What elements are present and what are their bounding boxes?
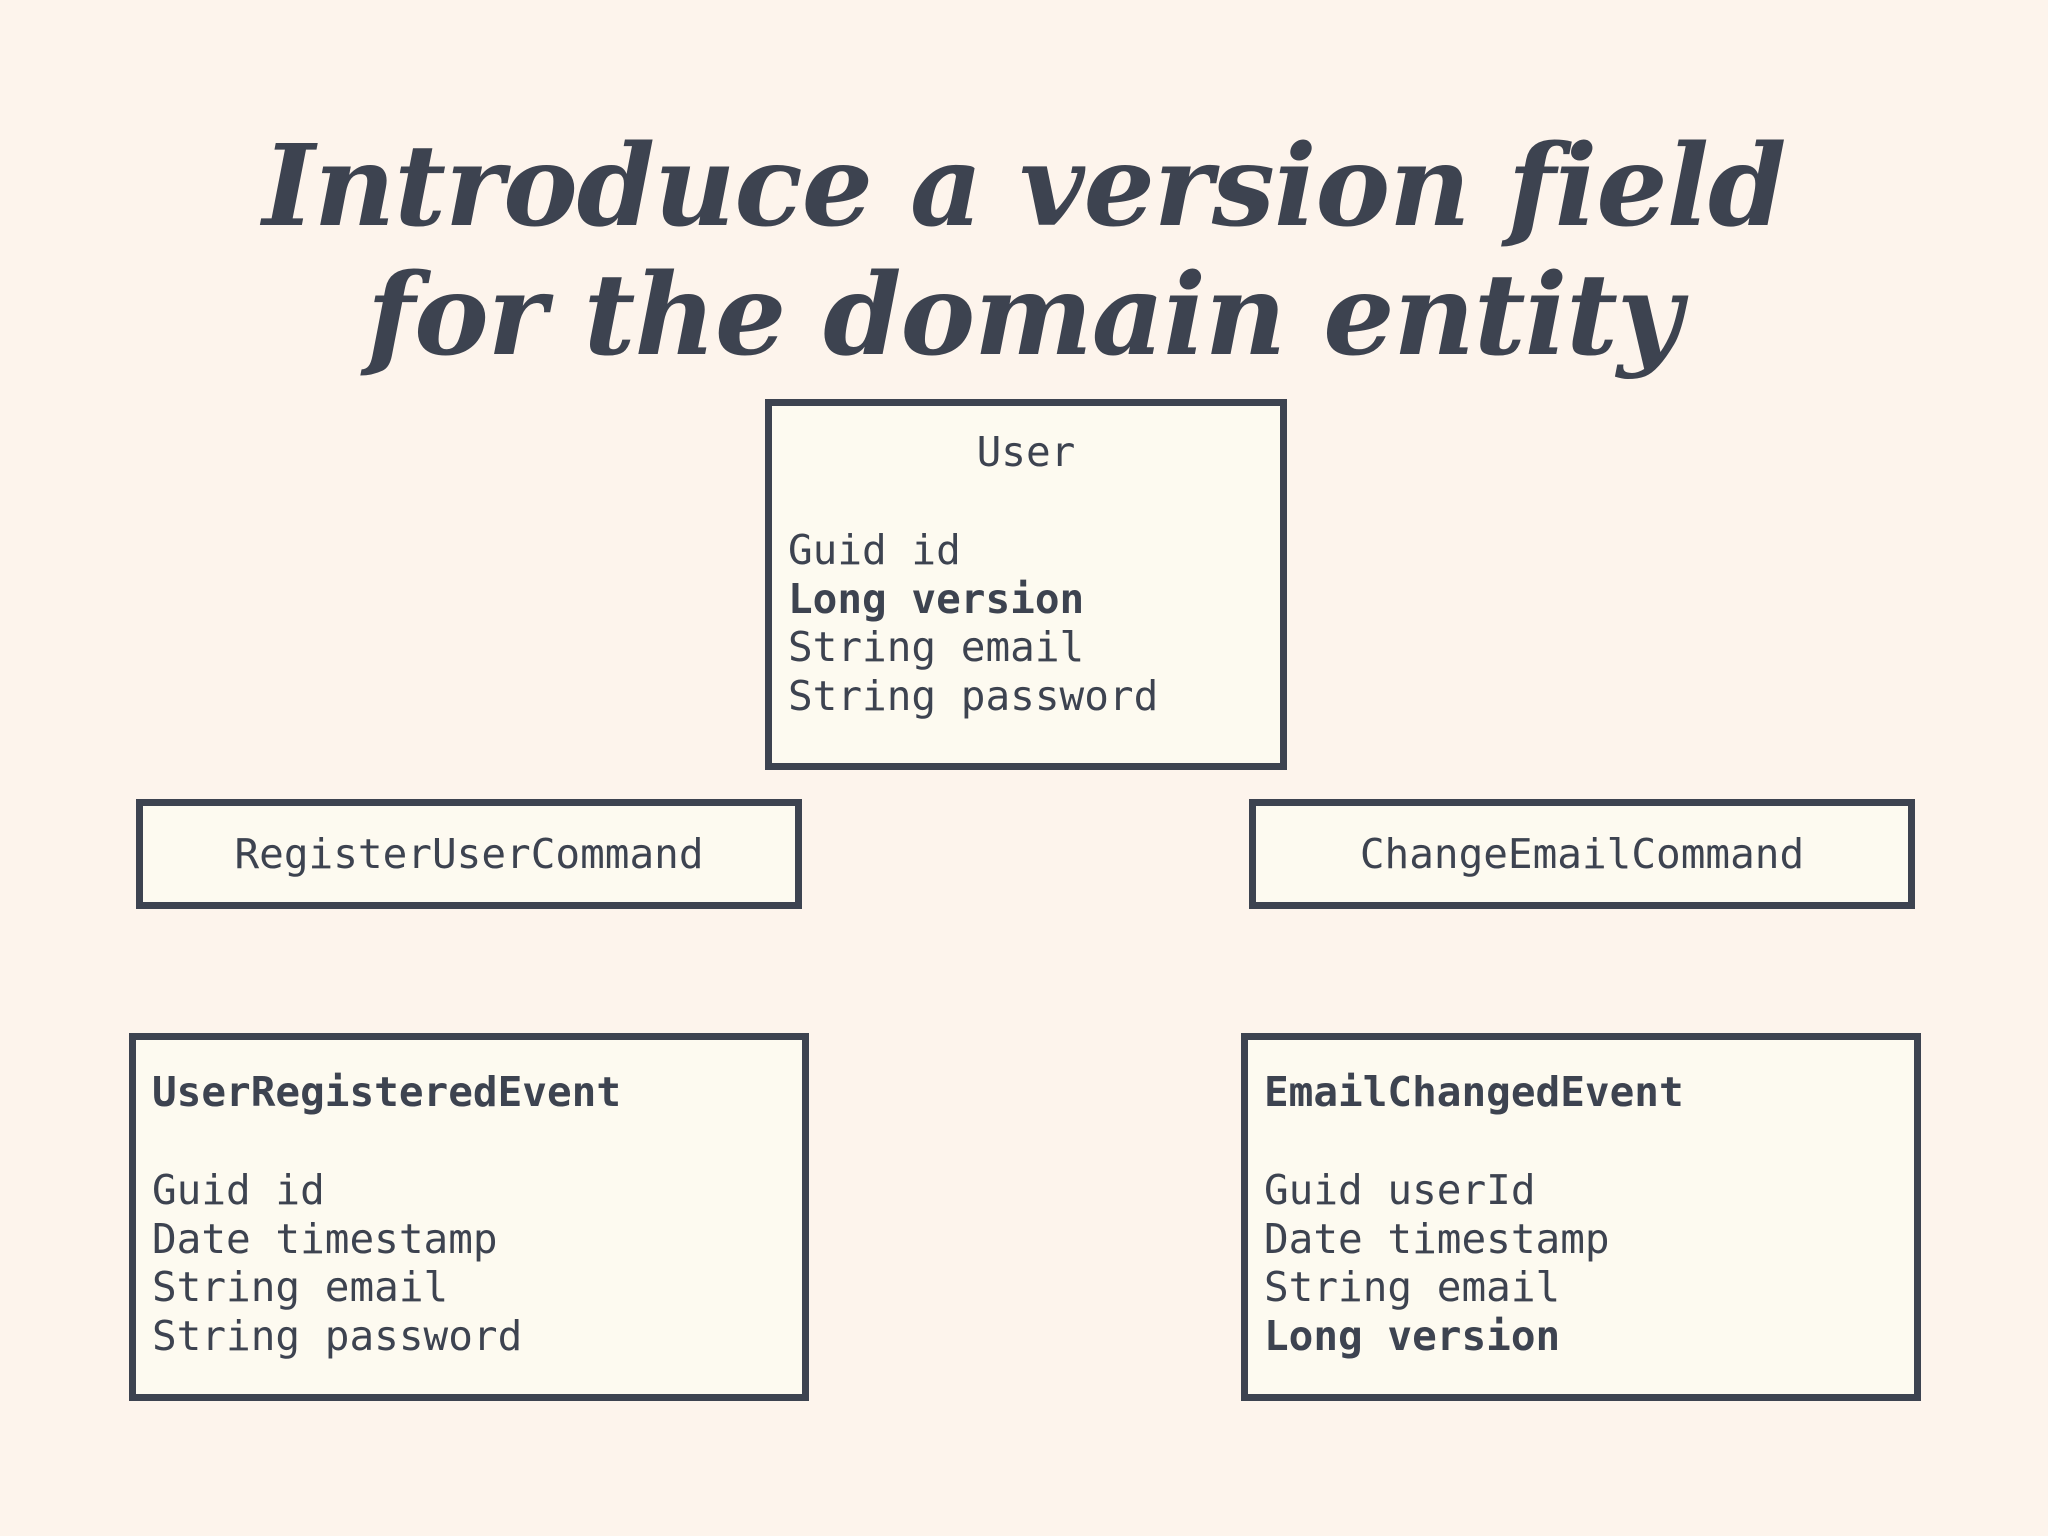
entity-box-user-title: User bbox=[976, 428, 1076, 476]
event-box-email-changed: EmailChangedEvent Guid userId Date times… bbox=[1241, 1033, 1921, 1401]
field-row: Guid id bbox=[152, 1166, 325, 1215]
event-box-email-changed-title: EmailChangedEvent bbox=[1264, 1068, 1684, 1116]
command-box-change-email-title: ChangeEmailCommand bbox=[1359, 829, 1805, 878]
field-row: Long version bbox=[1264, 1311, 1561, 1360]
field-row: String email bbox=[152, 1263, 449, 1312]
slide-title: Introduce a version field for the domain… bbox=[0, 121, 2048, 381]
field-row: String email bbox=[1264, 1263, 1561, 1312]
command-box-register-user: RegisterUserCommand bbox=[136, 799, 802, 909]
entity-box-user: User Guid id Long version String email S… bbox=[765, 399, 1287, 770]
field-row: String email bbox=[788, 623, 1085, 672]
field-row: Long version bbox=[788, 574, 1085, 623]
event-box-email-changed-field-list: Guid userId Date timestamp String email … bbox=[1264, 1166, 1914, 1360]
entity-box-user-field-list: Guid id Long version String email String… bbox=[772, 526, 1280, 720]
slide-title-line-2: for the domain entity bbox=[366, 249, 1682, 381]
field-row: Guid id bbox=[788, 526, 961, 575]
event-box-user-registered-title: UserRegisteredEvent bbox=[152, 1068, 621, 1116]
field-row: Date timestamp bbox=[1264, 1214, 1610, 1263]
field-row: String password bbox=[788, 671, 1159, 720]
event-box-user-registered-field-list: Guid id Date timestamp String email Stri… bbox=[152, 1166, 802, 1360]
field-row: Date timestamp bbox=[152, 1214, 498, 1263]
event-box-user-registered: UserRegisteredEvent Guid id Date timesta… bbox=[129, 1033, 809, 1401]
command-box-change-email: ChangeEmailCommand bbox=[1249, 799, 1915, 909]
command-box-register-user-title: RegisterUserCommand bbox=[234, 829, 704, 878]
slide-title-line-1: Introduce a version field bbox=[262, 121, 1787, 253]
field-row: Guid userId bbox=[1264, 1166, 1536, 1215]
field-row: String password bbox=[152, 1311, 523, 1360]
